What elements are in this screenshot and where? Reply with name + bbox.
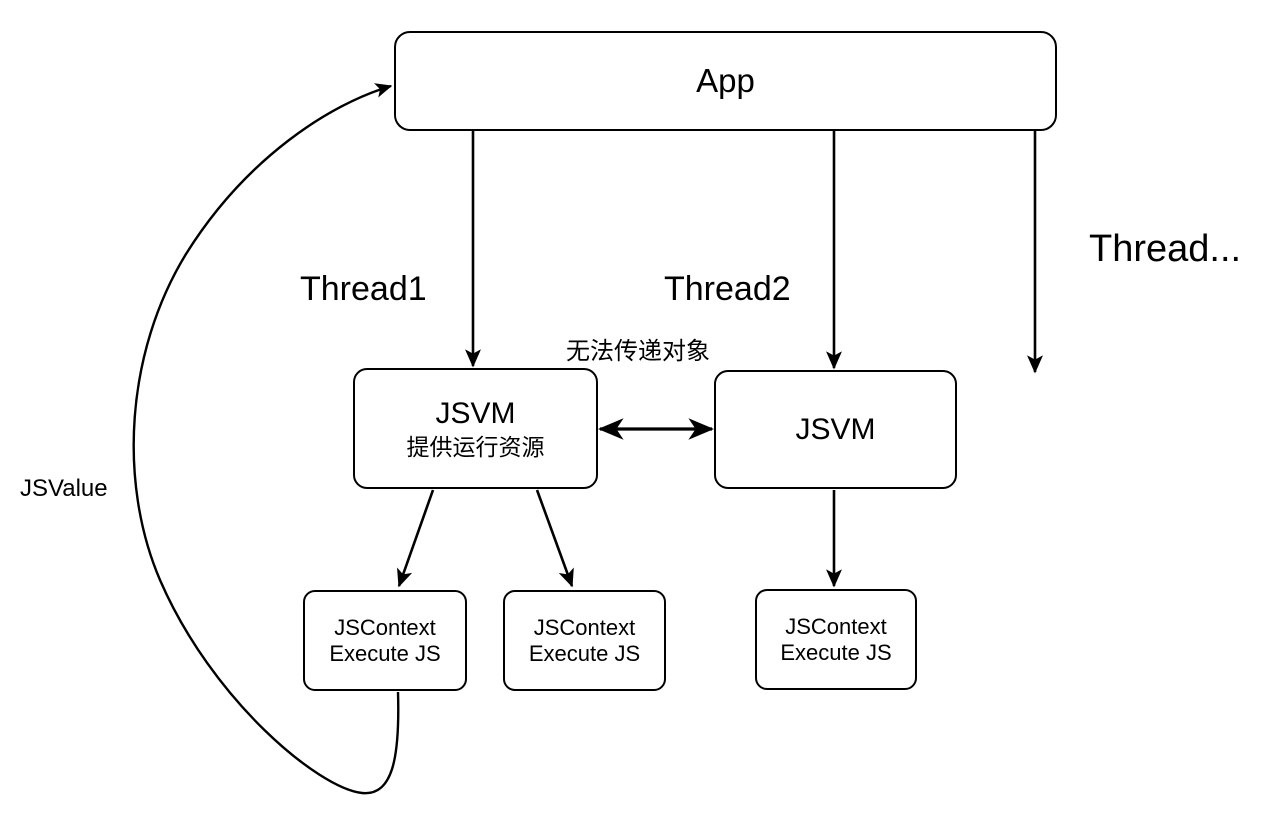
edge-label-no-object-transfer: 无法传递对象 — [566, 338, 710, 365]
edge-label-jsvalue: JSValue — [20, 475, 108, 502]
node-jscontext-2-label: JSContext — [533, 614, 636, 640]
node-jscontext-1-sublabel: Execute JS — [329, 640, 441, 666]
node-jscontext-1[interactable]: JSContext Execute JS — [303, 590, 467, 691]
connector-jsvm1-to-context1 — [397, 489, 435, 588]
node-app-label: App — [696, 61, 755, 99]
edge-label-thread1: Thread1 — [300, 270, 427, 308]
edge-label-thread2: Thread2 — [664, 270, 791, 308]
node-jsvm-thread1-sublabel: 提供运行资源 — [406, 433, 545, 460]
node-jsvm-thread2[interactable]: JSVM — [714, 370, 957, 489]
node-app[interactable]: App — [394, 31, 1057, 131]
node-jsvm-thread1-label: JSVM — [435, 397, 516, 431]
edge-label-thread-more: Thread... — [1089, 228, 1242, 270]
node-jsvm-thread1[interactable]: JSVM 提供运行资源 — [353, 368, 598, 489]
node-jscontext-2-sublabel: Execute JS — [528, 640, 641, 666]
node-jscontext-1-label: JSContext — [334, 614, 436, 640]
node-jsvm-thread2-label: JSVM — [795, 412, 876, 446]
node-jscontext-3-sublabel: Execute JS — [780, 639, 892, 665]
connector-jsvm1-to-context2 — [535, 489, 574, 588]
node-jscontext-3[interactable]: JSContext Execute JS — [755, 589, 917, 690]
node-jscontext-3-label: JSContext — [785, 613, 887, 639]
node-jscontext-2[interactable]: JSContext Execute JS — [503, 590, 666, 691]
